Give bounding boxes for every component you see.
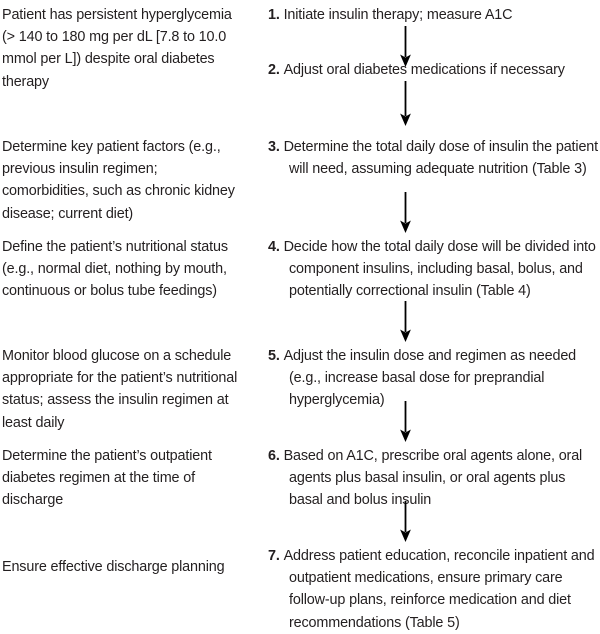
note-block-3: Define the patient’s nutritional status … bbox=[2, 239, 228, 300]
step-2-text: Adjust oral diabetes medications if nece… bbox=[283, 62, 565, 78]
step-4-number: 4. bbox=[268, 239, 284, 255]
note-block-2: Determine key patient factors (e.g., pre… bbox=[2, 139, 235, 222]
step-2: 2. Adjust oral diabetes medications if n… bbox=[268, 59, 600, 81]
step-3-text: Determine the total daily dose of insuli… bbox=[283, 139, 599, 178]
step-6-text: Based on A1C, prescribe oral agents alon… bbox=[283, 448, 583, 509]
step-6: 6. Based on A1C, prescribe oral agents a… bbox=[268, 445, 600, 512]
arrow-down-icon-5-to-6 bbox=[398, 401, 413, 443]
arrow-down-icon-4-to-5 bbox=[398, 301, 413, 343]
arrow-down-icon-1-to-2 bbox=[398, 26, 413, 68]
step-7-text: Address patient education, reconcile inp… bbox=[283, 548, 595, 631]
step-1: 1. Initiate insulin therapy; measure A1C bbox=[268, 4, 600, 26]
step-5-text: Adjust the insulin dose and regimen as n… bbox=[283, 348, 577, 409]
step-7-number: 7. bbox=[268, 548, 284, 564]
step-3-number: 3. bbox=[268, 139, 284, 155]
arrow-down-icon-3-to-4 bbox=[398, 192, 413, 234]
step-1-number: 1. bbox=[268, 7, 284, 23]
step-5-number: 5. bbox=[268, 348, 284, 364]
step-7: 7. Address patient education, reconcile … bbox=[268, 545, 600, 634]
step-2-number: 2. bbox=[268, 62, 284, 78]
step-5: 5. Adjust the insulin dose and regimen a… bbox=[268, 345, 600, 412]
step-1-text: Initiate insulin therapy; measure A1C bbox=[283, 7, 513, 23]
step-6-number: 6. bbox=[268, 448, 284, 464]
note-block-4: Monitor blood glucose on a schedule appr… bbox=[2, 348, 238, 431]
step-4: 4. Decide how the total daily dose will … bbox=[268, 236, 600, 303]
note-block-1: Patient has persistent hyperglycemia (> … bbox=[2, 7, 232, 90]
note-block-6: Ensure effective discharge planning bbox=[2, 559, 225, 575]
step-4-text: Decide how the total daily dose will be … bbox=[283, 239, 596, 300]
step-3: 3. Determine the total daily dose of ins… bbox=[268, 136, 600, 180]
note-block-5: Determine the patient’s outpatient diabe… bbox=[2, 448, 212, 509]
arrow-down-icon-2-to-3 bbox=[398, 81, 413, 127]
arrow-down-icon-6-to-7 bbox=[398, 501, 413, 543]
